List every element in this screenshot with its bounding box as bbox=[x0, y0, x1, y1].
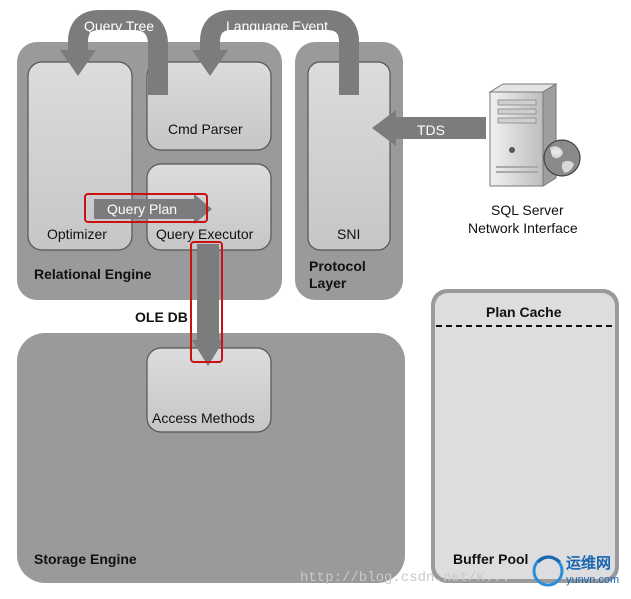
watermark-logo-en: yunvn.com bbox=[566, 574, 620, 586]
tds-arrowhead bbox=[372, 110, 396, 146]
language-event-label: Language Event bbox=[226, 18, 328, 34]
watermark-logo-icon bbox=[532, 555, 564, 587]
globe-icon bbox=[543, 139, 581, 177]
query-plan-highlight bbox=[84, 193, 208, 223]
tds-arrow-shaft bbox=[394, 117, 486, 139]
query-tree-arrow bbox=[68, 10, 168, 95]
ole-db-label: OLE DB bbox=[135, 309, 188, 325]
query-executor-label: Query Executor bbox=[156, 226, 254, 242]
query-plan-arrowhead bbox=[194, 194, 212, 224]
protocol-layer-label-2: Layer bbox=[309, 275, 347, 291]
language-event-arrow bbox=[200, 10, 359, 95]
ole-db-highlight bbox=[190, 241, 223, 363]
cmd-parser-label: Cmd Parser bbox=[168, 121, 243, 137]
sni-label: SNI bbox=[337, 226, 361, 242]
optimizer-label: Optimizer bbox=[47, 226, 107, 242]
relational-engine-label: Relational Engine bbox=[34, 266, 152, 282]
buffer-pool-label: Buffer Pool bbox=[453, 551, 529, 567]
sql-server-label-1: SQL Server bbox=[491, 202, 564, 218]
access-methods-label: Access Methods bbox=[152, 410, 255, 426]
ole-db-arrow-shaft bbox=[197, 244, 219, 344]
ole-db-arrowhead bbox=[192, 340, 224, 366]
protocol-layer-label-1: Protocol bbox=[309, 258, 366, 274]
buffer-pool-inner bbox=[435, 293, 615, 579]
storage-engine-label: Storage Engine bbox=[34, 551, 137, 567]
query-plan-arrow-shaft bbox=[94, 199, 196, 219]
watermark-logo-cn: 运维网 bbox=[566, 554, 612, 572]
server-tower-icon bbox=[488, 83, 558, 187]
query-plan-label: Query Plan bbox=[107, 201, 178, 217]
query-tree-label: Query Tree bbox=[84, 18, 155, 34]
storage-engine-box bbox=[17, 333, 405, 583]
tds-label: TDS bbox=[417, 122, 445, 138]
sql-server-label-2: Network Interface bbox=[468, 220, 578, 236]
language-event-arrowhead bbox=[192, 50, 228, 76]
watermark-url: http://blog.csdn.net/K... bbox=[300, 570, 511, 586]
plan-cache-label: Plan Cache bbox=[486, 304, 562, 320]
query-tree-arrowhead bbox=[60, 50, 96, 76]
